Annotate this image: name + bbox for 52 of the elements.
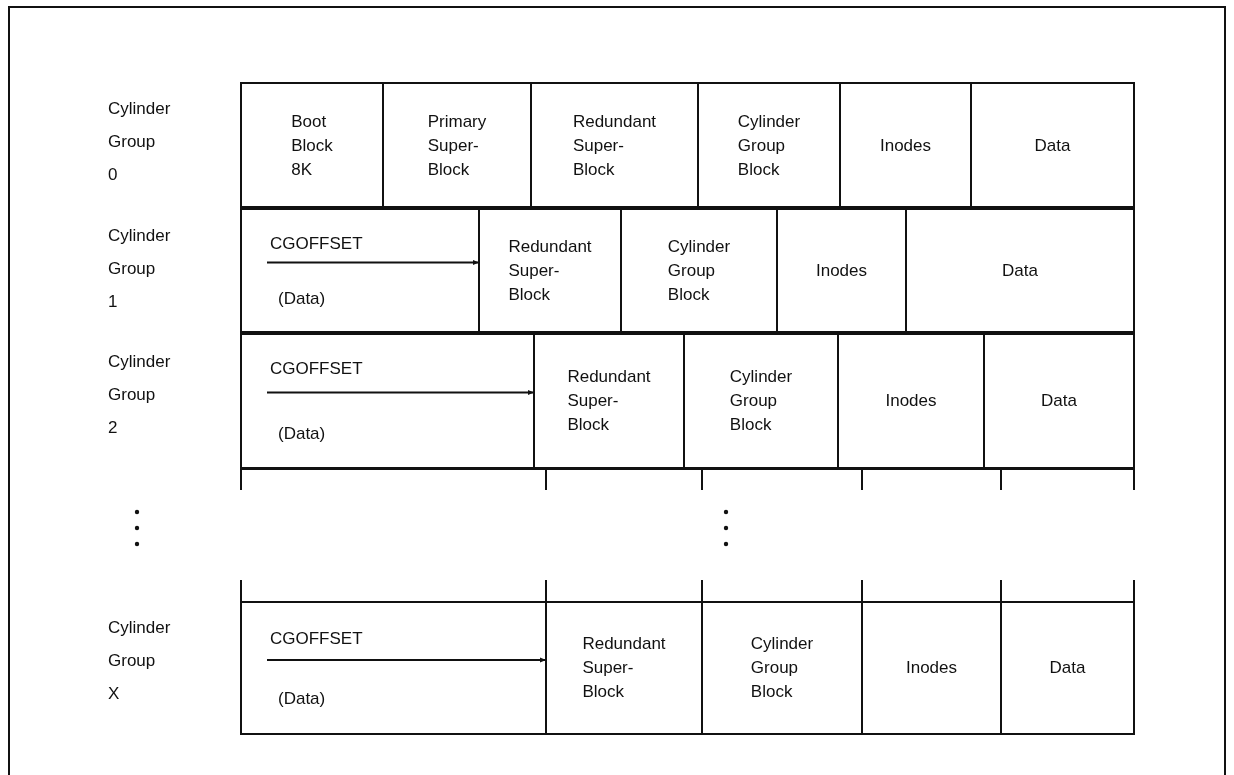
cell-text: Data: [1034, 135, 1071, 157]
table-cell: [839, 82, 972, 210]
table-cell: [240, 206, 480, 335]
table-cell: [545, 601, 703, 735]
table-cell: [861, 601, 1002, 735]
cell-text: Inodes: [885, 389, 937, 412]
cell-text: Cylinder Group Block: [667, 235, 731, 306]
table-cell: [382, 82, 532, 210]
cell-text: CGOFFSET: [270, 233, 363, 255]
cell-text: CGOFFSET: [270, 358, 363, 380]
table-cell: [240, 82, 384, 210]
cell-text: Data: [1049, 657, 1086, 679]
arrow: [266, 390, 535, 395]
cell-text: Redundant Super-Block: [508, 235, 592, 306]
cell-text: (Data): [278, 423, 326, 445]
arrow: [266, 260, 480, 265]
table-cell: [240, 601, 547, 735]
table-cell: [905, 206, 1135, 335]
cell-text: Boot Block 8K: [291, 111, 333, 181]
table-cell: [1000, 601, 1135, 735]
row-label: Cylinder Group 2: [108, 351, 171, 439]
cell-text: Inodes: [815, 259, 867, 282]
cell-text: CGOFFSET: [270, 628, 363, 650]
table-cell: [620, 206, 778, 335]
cell-text: Primary Super-Block: [427, 111, 487, 181]
table-cell: [533, 331, 685, 470]
table-cell: [776, 206, 907, 335]
cell-text: Inodes: [879, 135, 931, 157]
cell-text: Cylinder Group Block: [737, 111, 801, 181]
cell-text: Cylinder Group Block: [750, 633, 814, 703]
cell-text: (Data): [278, 688, 326, 710]
cell-text: Inodes: [905, 657, 957, 679]
arrow: [266, 657, 547, 663]
table-cell: [240, 331, 535, 470]
cell-text: Redundant Super-Block: [567, 365, 651, 436]
row-label: Cylinder Group 0: [108, 98, 171, 186]
table-cell: [837, 331, 985, 470]
table-cell: [970, 82, 1135, 210]
cell-text: Redundant Super-Block: [572, 111, 657, 181]
cell-text: Cylinder Group Block: [729, 365, 793, 436]
cell-text: Redundant Super-Block: [582, 633, 666, 703]
table-cell: [697, 82, 841, 210]
row-label: Cylinder Group 1: [108, 225, 171, 313]
table-cell: [683, 331, 839, 470]
table-cell: [983, 331, 1135, 470]
table-cell: [701, 601, 863, 735]
table-cell: [530, 82, 699, 210]
row-label: Cylinder Group X: [108, 617, 171, 705]
table-cell: [478, 206, 622, 335]
cell-text: Data: [1041, 389, 1077, 412]
cell-text: Data: [1002, 259, 1038, 282]
cell-text: (Data): [278, 288, 326, 310]
